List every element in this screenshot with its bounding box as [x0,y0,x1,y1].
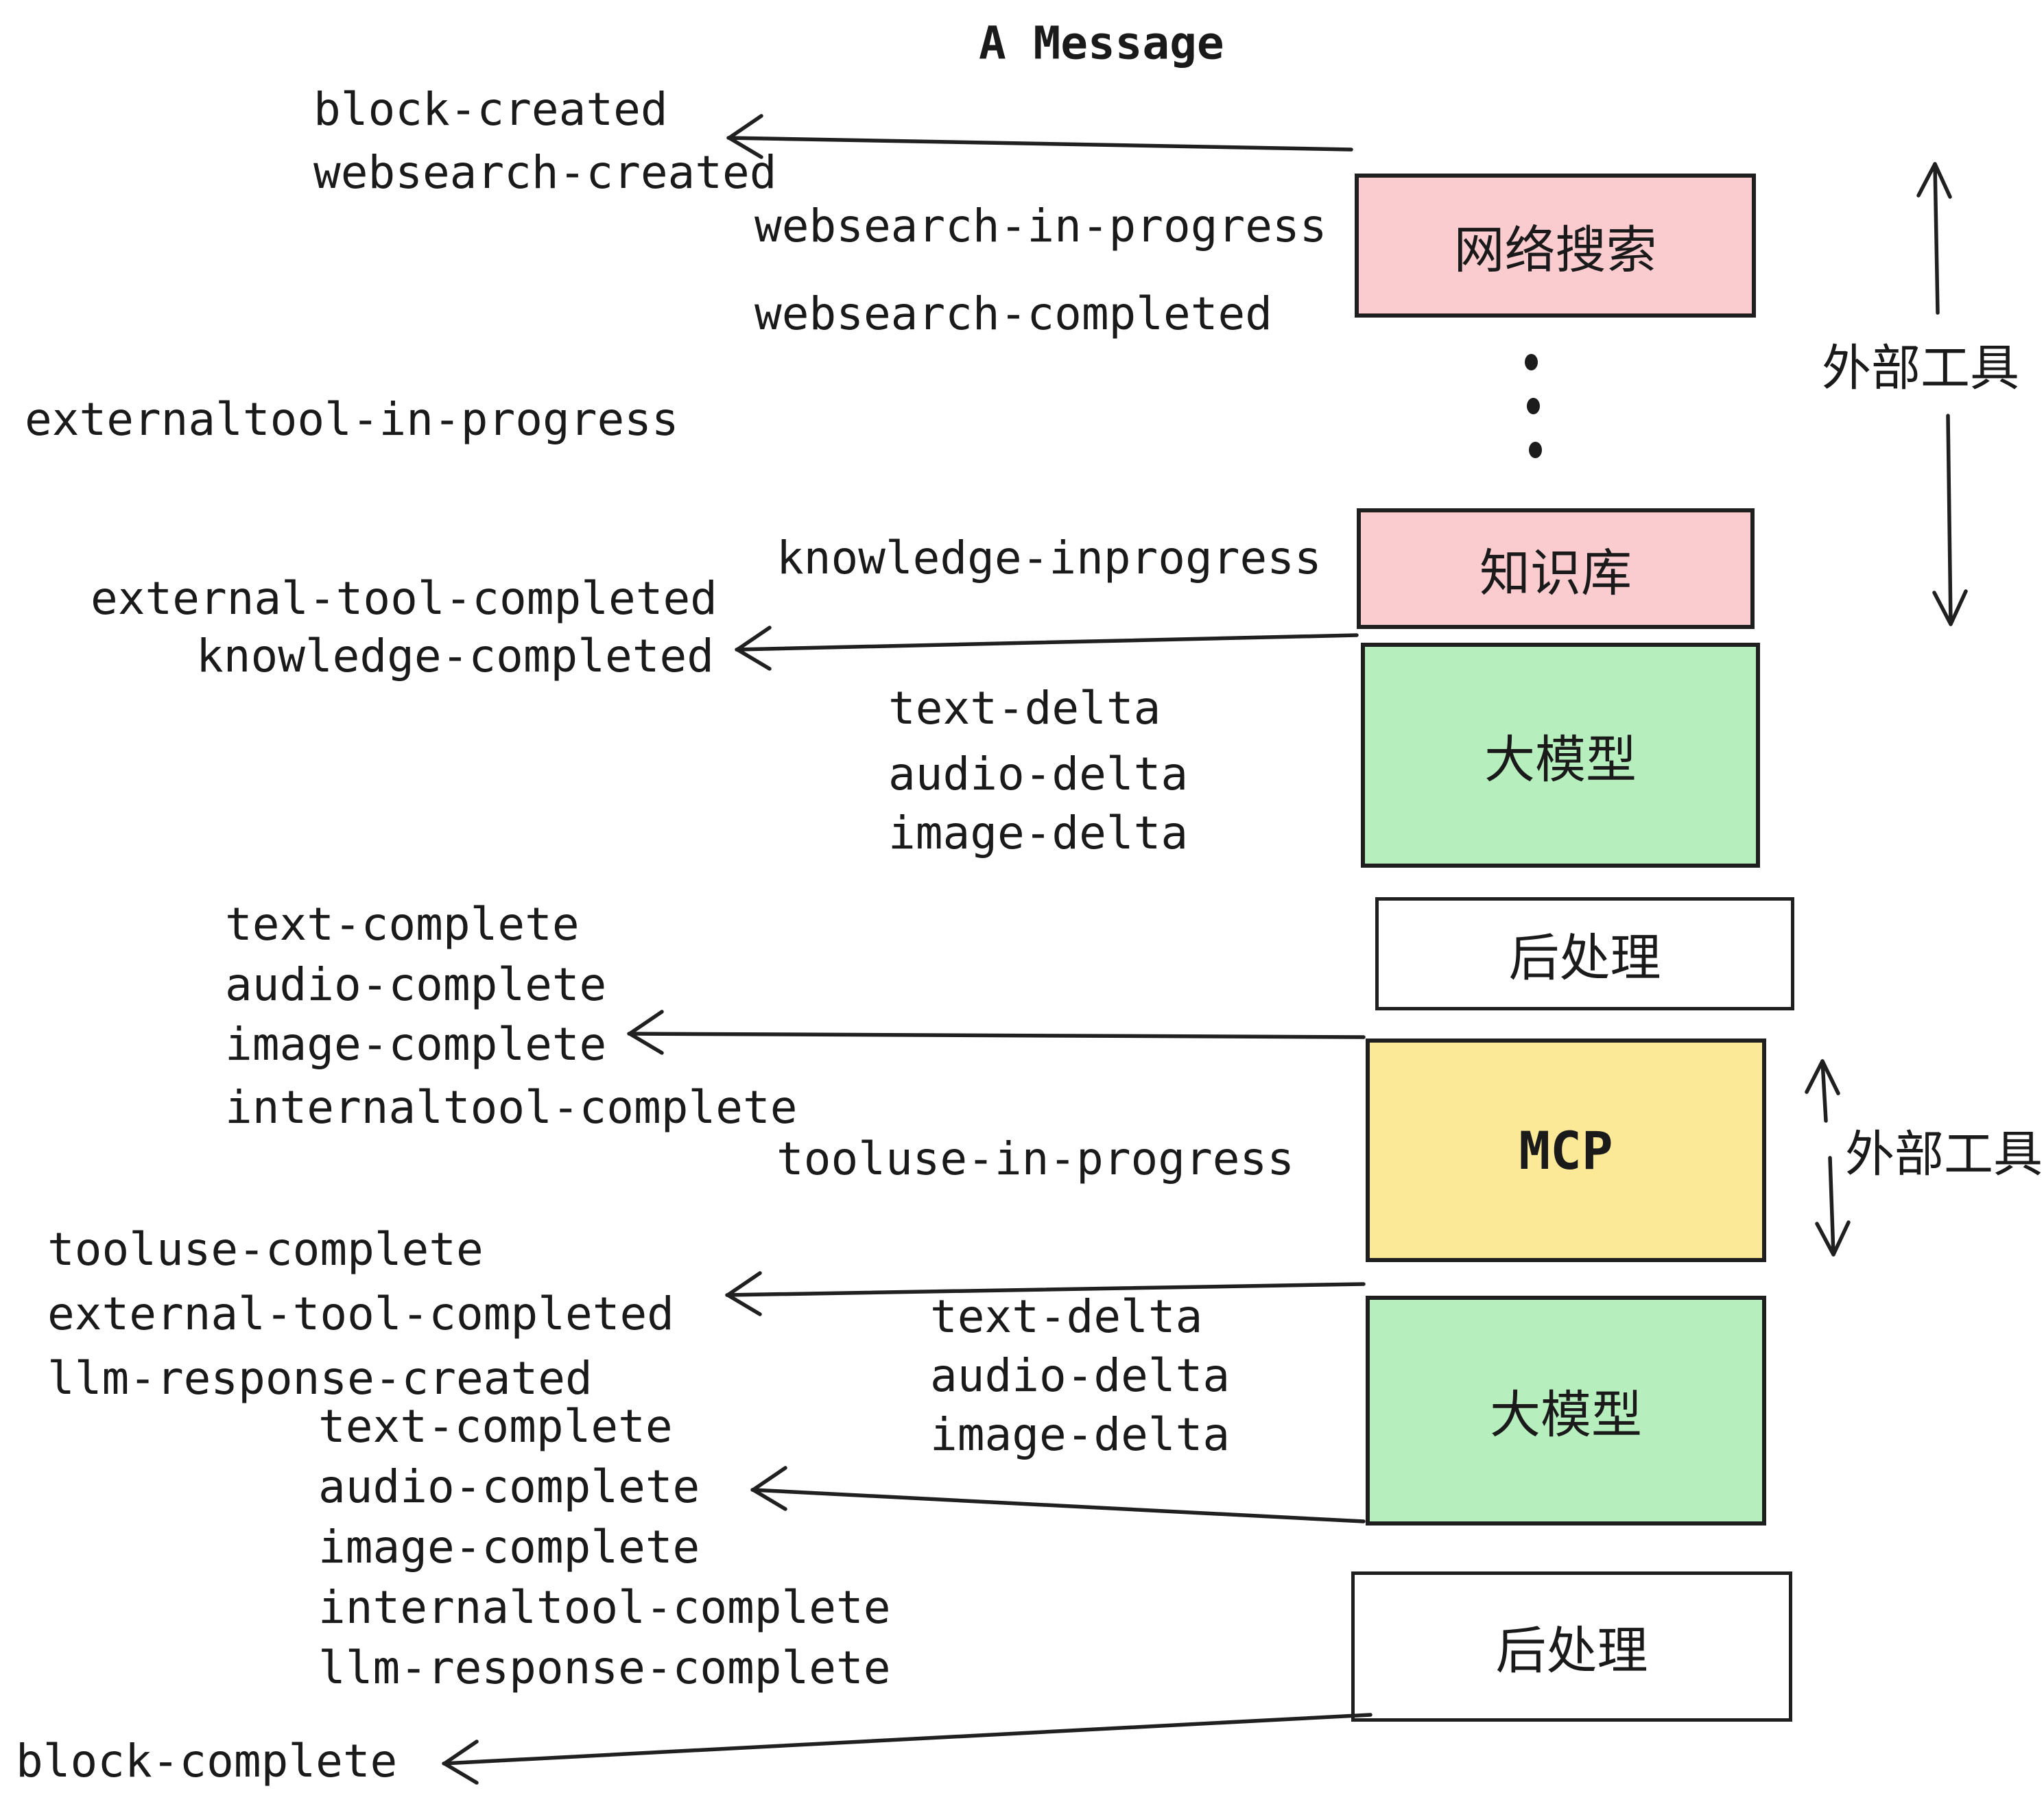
event-external-tool-completed-2: external-tool-completed [47,1287,674,1340]
event-audio-delta-1: audio-delta [888,748,1189,800]
box-large-model-2: 大模型 [1366,1296,1766,1526]
event-image-delta-2: image-delta [930,1408,1231,1461]
event-audio-complete-1: audio-complete [225,958,607,1011]
event-audio-complete-2: audio-complete [318,1460,700,1513]
event-audio-delta-2: audio-delta [930,1349,1231,1402]
box-large-model-1-label: 大模型 [1484,730,1637,790]
double-arrow-external-tools-1 [1916,162,1968,626]
event-image-complete-2: image-complete [318,1521,700,1574]
event-image-complete-1: image-complete [225,1018,607,1071]
event-websearch-created: websearch-created [313,146,777,199]
event-externaltool-in-progress: externaltool-in-progress [25,393,679,446]
event-websearch-in-progress: websearch-in-progress [754,200,1327,252]
event-image-delta-1: image-delta [888,807,1189,859]
box-mcp: MCP [1366,1039,1766,1262]
box-post-processing-1: 后处理 [1375,897,1794,1010]
box-post-processing-2: 后处理 [1351,1571,1792,1722]
box-large-model-2-label: 大模型 [1490,1386,1642,1445]
box-large-model-1: 大模型 [1361,643,1760,868]
event-llm-response-complete: llm-response-complete [318,1641,891,1694]
event-internaltool-complete-2: internaltool-complete [318,1581,891,1634]
box-mcp-label: MCP [1519,1119,1613,1181]
double-arrow-external-tools-2 [1805,1059,1851,1257]
side-label-external-tools-2: 外部工具 [1845,1125,2043,1183]
side-label-external-tools-1: 外部工具 [1822,339,2020,397]
event-tooluse-in-progress: tooluse-in-progress [776,1132,1294,1185]
event-block-created: block-created [313,83,668,136]
box-post-processing-1-label: 后处理 [1508,929,1661,988]
event-text-delta-1: text-delta [888,682,1161,735]
box-post-processing-2-label: 后处理 [1495,1622,1648,1681]
event-text-complete-2: text-complete [318,1400,673,1453]
arrow-to-audio-complete [750,1466,1366,1523]
box-knowledge-base: 知识库 [1357,508,1755,629]
event-knowledge-completed: knowledge-completed [196,630,714,683]
ellipsis-dot [1525,354,1538,370]
ellipsis-dot [1529,442,1542,458]
event-text-delta-2: text-delta [930,1290,1203,1343]
arrow-to-tooluse-complete [725,1271,1366,1316]
event-knowledge-inprogress: knowledge-inprogress [776,532,1322,584]
box-web-search-label: 网络搜索 [1453,220,1657,280]
box-web-search: 网络搜索 [1355,174,1756,318]
event-text-complete-1: text-complete [225,898,580,951]
box-knowledge-base-label: 知识库 [1479,543,1632,603]
event-tooluse-complete: tooluse-complete [47,1223,484,1276]
event-internaltool-complete-1: internaltool-complete [225,1081,798,1134]
diagram-title: A Message [979,16,1224,70]
ellipsis-dot [1527,398,1540,414]
arrow-to-image-complete [627,1010,1366,1055]
arrow-to-websearch-created [726,114,1353,159]
arrow-to-block-complete [442,1713,1372,1785]
event-external-tool-completed-1: external-tool-completed [91,572,717,625]
event-llm-response-created: llm-response-created [47,1352,593,1405]
event-block-complete: block-complete [16,1735,398,1788]
arrow-to-knowledge-completed [735,626,1359,671]
event-websearch-completed: websearch-completed [754,287,1272,340]
